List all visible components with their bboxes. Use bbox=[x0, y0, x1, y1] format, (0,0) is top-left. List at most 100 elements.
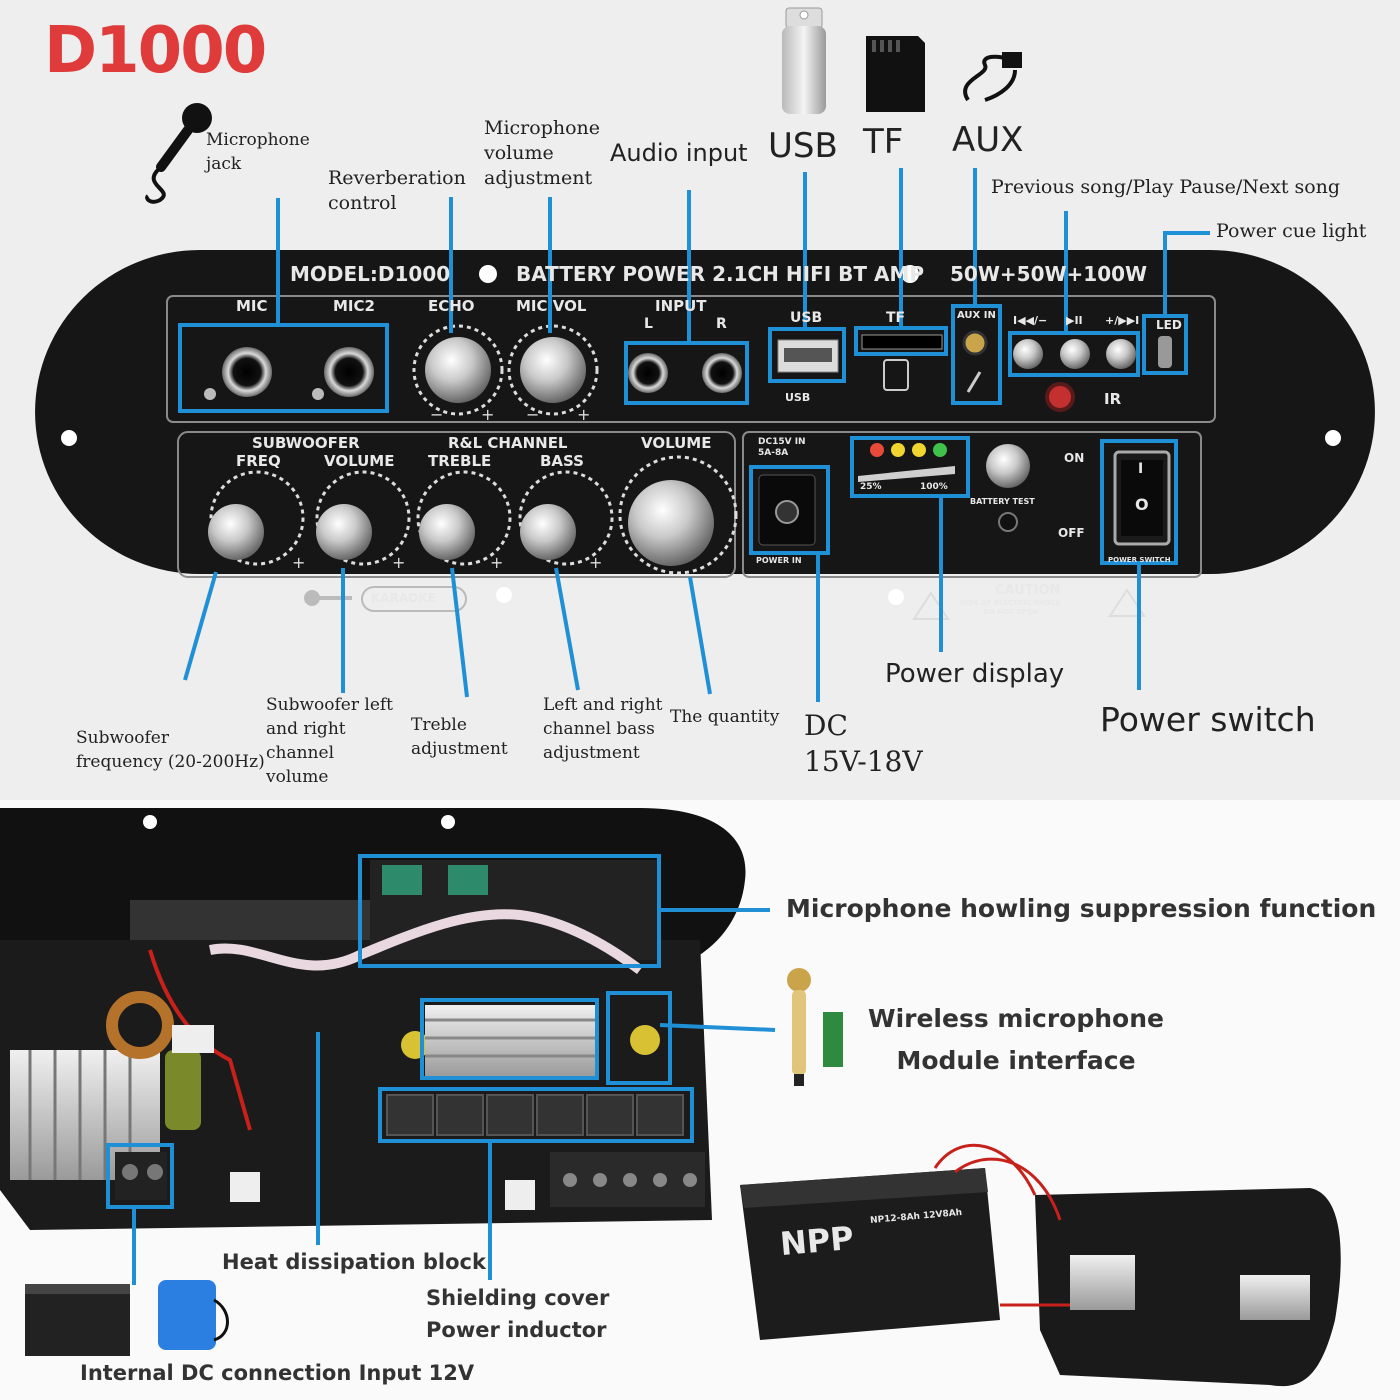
mount-hole bbox=[888, 589, 904, 605]
panel-power-in: POWER IN bbox=[756, 556, 802, 565]
panel-caution: CAUTION bbox=[995, 583, 1061, 598]
npp-battery-icon bbox=[740, 1168, 1000, 1340]
panel-on: ON bbox=[1064, 451, 1085, 465]
hl-heatsink bbox=[420, 998, 599, 1080]
panel-battery-test: BATTERY TEST bbox=[970, 497, 1035, 506]
hl-input bbox=[624, 341, 749, 405]
led-yellow bbox=[891, 443, 905, 457]
panel-freq-label: FREQ bbox=[236, 452, 281, 470]
echo-knob bbox=[412, 324, 504, 416]
panel-model: MODEL:D1000 bbox=[290, 262, 451, 286]
wireless-microphone-icon bbox=[787, 968, 811, 1086]
label-mic-volume: Microphone volume adjustment bbox=[484, 117, 601, 189]
led-yellow bbox=[912, 443, 926, 457]
treble-knob bbox=[416, 470, 512, 566]
panel-usb-label: USB bbox=[790, 310, 823, 326]
aux-cable-icon bbox=[963, 52, 1022, 102]
hl-dc bbox=[749, 465, 830, 555]
panel-karaoke-label: KARAOKE bbox=[371, 591, 436, 605]
mic2-jack bbox=[324, 347, 374, 397]
switch-off-mark: O bbox=[1135, 495, 1149, 514]
hl-mic bbox=[178, 323, 389, 413]
led-red bbox=[870, 443, 884, 457]
board-on-battery-icon bbox=[1035, 1188, 1341, 1387]
label-quantity: The quantity bbox=[670, 707, 780, 727]
panel-25pct: 25% bbox=[860, 482, 882, 492]
label-power-display: Power display bbox=[885, 659, 1065, 689]
svg-text:+: + bbox=[292, 553, 305, 572]
panel-subwoofer-label: SUBWOOFER bbox=[252, 434, 360, 452]
wireless-module-icon bbox=[823, 1012, 843, 1067]
rca-left bbox=[628, 353, 668, 393]
hl-dc-terminal bbox=[106, 1143, 174, 1209]
bass-knob bbox=[518, 470, 614, 566]
label-aux: AUX bbox=[952, 120, 1024, 160]
label-power-switch: Power switch bbox=[1100, 700, 1316, 739]
lithium-battery-icon bbox=[158, 1280, 229, 1350]
panel-dc-spec: DC15V IN 5A-8A bbox=[758, 437, 806, 458]
label-bass: Left and right channel bass adjustment bbox=[543, 695, 663, 763]
panel-mic-label: MIC bbox=[236, 297, 268, 315]
panel-caution-sub: RISK OF ELECTRIC SHOCK DO NOT OPEN bbox=[960, 599, 1061, 616]
label-subwoofer-frequency: Subwoofer frequency (20-200Hz) bbox=[76, 728, 265, 772]
tf-card-icon bbox=[866, 36, 925, 112]
prev-button bbox=[1013, 339, 1043, 369]
label-dc: DC 15V-18V bbox=[804, 709, 923, 778]
panel-echo-label: ECHO bbox=[428, 297, 475, 315]
panel-off: OFF bbox=[1058, 526, 1085, 540]
hl-wireless bbox=[606, 991, 672, 1085]
leader-lines bbox=[183, 168, 1210, 702]
page-title: D1000 bbox=[44, 14, 267, 88]
panel-volume-label: VOLUME bbox=[324, 452, 395, 470]
mount-hole bbox=[1325, 430, 1341, 446]
battery-test-button bbox=[986, 444, 1030, 488]
panel-bass-label: BASS bbox=[540, 452, 584, 470]
led-indicator bbox=[1158, 336, 1172, 368]
panel-tf-label: TF bbox=[886, 310, 906, 326]
lead-acid-battery-icon bbox=[25, 1284, 130, 1356]
mount-hole bbox=[61, 430, 77, 446]
panel-power-switch: POWER SWITCH bbox=[1108, 556, 1171, 564]
aux-jack bbox=[962, 330, 988, 356]
internal-board-graphic bbox=[0, 808, 1341, 1387]
label-heat-dissipation: Heat dissipation block bbox=[222, 1250, 486, 1274]
rca-right bbox=[702, 353, 742, 393]
panel-play-label: ▶II bbox=[1066, 314, 1083, 327]
next-button bbox=[1106, 339, 1136, 369]
panel-mic2-label: MIC2 bbox=[333, 297, 375, 315]
label-tf: TF bbox=[863, 122, 904, 162]
svg-text:+: + bbox=[481, 405, 494, 424]
panel-prev-label: I◀◀/− bbox=[1013, 314, 1048, 327]
main-volume-knob bbox=[618, 455, 738, 575]
panel-next-label: +/▶▶I bbox=[1105, 314, 1140, 327]
label-reverberation: Reverberation control bbox=[328, 167, 466, 214]
hl-power-display bbox=[850, 436, 970, 498]
lower-right-frame bbox=[742, 431, 1202, 578]
label-subwoofer-volume: Subwoofer left and right channel volume bbox=[266, 695, 394, 787]
hl-dsp bbox=[358, 854, 661, 968]
label-howling-suppression: Microphone howling suppression function bbox=[786, 894, 1377, 923]
panel-header: BATTERY POWER 2.1CH HIFI BT AMP bbox=[516, 262, 925, 286]
panel-ir-label: IR bbox=[1104, 390, 1122, 408]
svg-text:−: − bbox=[526, 405, 539, 424]
sub-volume-knob bbox=[315, 470, 411, 566]
label-dc-input-12v: Internal DC connection Input 12V bbox=[80, 1361, 475, 1385]
mic-jack bbox=[222, 347, 272, 397]
freq-knob bbox=[208, 470, 305, 566]
hl-buttons bbox=[1008, 331, 1140, 377]
ir-window bbox=[1045, 382, 1075, 412]
microphone-icon bbox=[145, 103, 212, 204]
label-treble: Treble adjustment bbox=[411, 715, 508, 759]
panel-rl-channel-label: R&L CHANNEL bbox=[448, 434, 568, 452]
label-power-cue-light: Power cue light bbox=[1216, 220, 1367, 242]
svg-text:+: + bbox=[490, 553, 503, 572]
mic-vol-knob bbox=[507, 324, 599, 416]
panel-100pct: 100% bbox=[920, 482, 948, 492]
panel-auxin-label: AUX IN bbox=[957, 310, 996, 321]
panel-input-label: INPUT bbox=[655, 297, 707, 315]
label-wireless-module: Wireless microphone Module interface bbox=[868, 1004, 1164, 1075]
label-prev-play-next: Previous song/Play Pause/Next song bbox=[991, 176, 1341, 198]
panel-treble-label: TREBLE bbox=[428, 452, 492, 470]
panel-power-rating: 50W+50W+100W bbox=[950, 262, 1148, 286]
